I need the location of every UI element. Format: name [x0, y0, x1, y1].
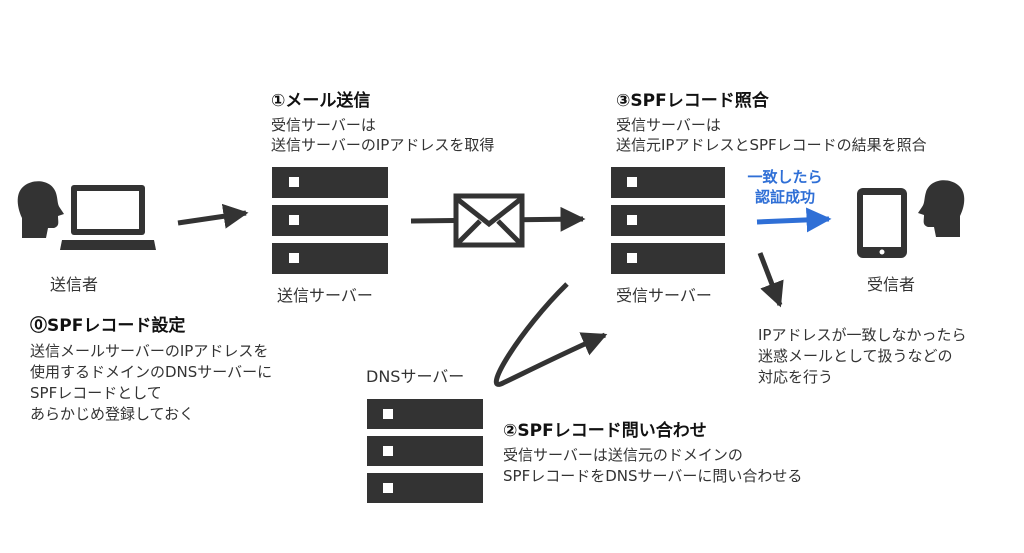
step3-title: ③SPFレコード照合 — [616, 91, 769, 111]
arrow-sender-to-server — [177, 203, 249, 229]
receiving-server-label: 受信サーバー — [616, 286, 712, 305]
sending-server-label: 送信サーバー — [277, 286, 373, 305]
failure-line-1: IPアドレスが一致しなかったら — [758, 326, 967, 344]
envelope-icon — [453, 193, 525, 248]
step2-line-2: SPFレコードをDNSサーバーに問い合わせる — [503, 467, 803, 485]
step3-line-2: 送信元IPアドレスとSPFレコードの結果を照合 — [616, 136, 927, 154]
step0-line-2: 使用するドメインのDNSサーバーに — [30, 363, 273, 381]
step1-title: ①メール送信 — [271, 91, 371, 111]
step2-line-1: 受信サーバーは送信元のドメインの — [503, 446, 743, 464]
sender-label: 送信者 — [50, 275, 99, 294]
dns-server-icon — [367, 399, 483, 503]
step1-line-1: 受信サーバーは — [271, 116, 376, 134]
receiver-label: 受信者 — [867, 275, 916, 294]
failure-line-3: 対応を行う — [758, 368, 834, 386]
arrow-success — [756, 207, 832, 233]
step0-line-3: SPFレコードとして — [30, 384, 162, 402]
arrow-dns-query — [493, 282, 608, 387]
step0-title: ⓪SPFレコード設定 — [30, 316, 186, 336]
step1-line-2: 送信サーバーのIPアドレスを取得 — [271, 136, 495, 154]
success-line-2: 認証成功 — [754, 188, 815, 206]
failure-line-2: 迷惑メールとして扱うなどの — [758, 347, 953, 365]
tablet-icon — [857, 188, 907, 258]
laptop-icon — [60, 185, 156, 250]
dns-server-label: DNSサーバー — [366, 367, 465, 386]
step2-title: ②SPFレコード問い合わせ — [503, 421, 707, 441]
sender-person-icon — [17, 181, 64, 238]
sending-server-icon — [272, 167, 388, 274]
step0-line-1: 送信メールサーバーのIPアドレスを — [30, 342, 269, 360]
step0-line-4: あらかじめ登録しておく — [30, 405, 195, 423]
arrow-failure — [757, 252, 784, 308]
success-line-1: 一致したら — [747, 168, 823, 186]
receiving-server-icon — [611, 167, 725, 274]
receiver-person-icon — [918, 180, 965, 237]
step3-line-1: 受信サーバーは — [616, 116, 721, 134]
